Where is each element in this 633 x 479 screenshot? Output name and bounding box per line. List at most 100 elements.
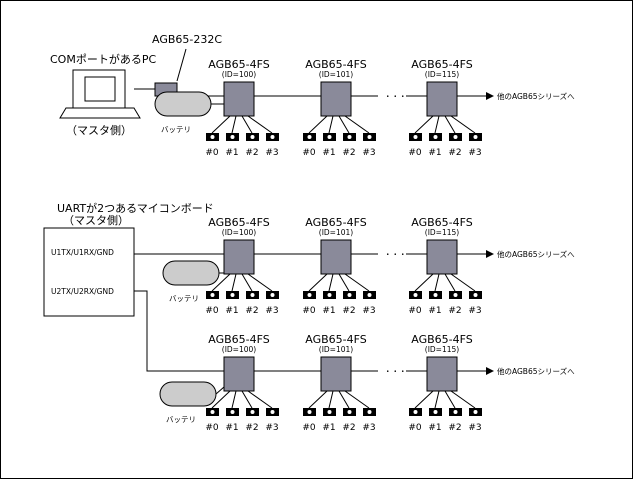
module-2-3: AGB65-4FS(ID=115) #0 #1 #2 #3	[408, 216, 482, 316]
channel-label: #1	[225, 148, 238, 158]
channel-label: #2	[448, 148, 461, 158]
servo-wire	[247, 390, 273, 409]
channel-label: #1	[322, 306, 335, 316]
module-1-2: AGB65-4FS(ID=101)#0#1#2#3	[302, 58, 376, 158]
channel-label: #2	[342, 306, 355, 316]
mcu-board	[43, 227, 135, 317]
servo-wire	[231, 115, 237, 134]
channel-label: #3	[265, 148, 278, 158]
channel-label: #0	[205, 423, 219, 433]
servo-pin	[327, 293, 332, 297]
module-box	[320, 81, 352, 117]
servo-wire	[231, 273, 237, 292]
servo-wire	[414, 115, 434, 134]
servo-wire	[450, 390, 476, 409]
servo-wire	[434, 115, 440, 134]
servo-pin	[453, 293, 458, 297]
battery-label: バッテリ	[161, 125, 191, 134]
battery-label: バッテリ	[169, 294, 199, 303]
servo-pin	[230, 410, 235, 414]
servo-wire	[211, 273, 231, 292]
channel-label: #2	[448, 423, 461, 433]
channel-label: #3	[362, 148, 375, 158]
module-id: (ID=101)	[319, 228, 354, 237]
pc-group: COMポートがあるPC （マスタ側） AGB65-232C	[50, 33, 222, 137]
servo-pin	[270, 293, 275, 297]
module-box	[426, 81, 458, 117]
servo-wire	[344, 115, 370, 134]
module-id: (ID=100)	[222, 345, 257, 354]
channel-label: #2	[448, 306, 461, 316]
servo-wire	[308, 115, 328, 134]
module-name: AGB65-4FS	[411, 216, 473, 229]
module-id: (ID=100)	[222, 228, 257, 237]
servo-wire	[241, 115, 253, 134]
module-id: (ID=115)	[425, 345, 460, 354]
module-box	[426, 356, 458, 392]
servo-pin	[367, 135, 372, 139]
module-3-2: AGB65-4FS(ID=101)#0#1#2#3	[302, 333, 376, 433]
servo-wire	[414, 390, 434, 409]
servo-wire	[434, 273, 440, 292]
module-box	[223, 239, 255, 275]
channel-label: #3	[362, 306, 375, 316]
servo-wire	[211, 390, 231, 409]
module-name: AGB65-4FS	[411, 333, 473, 346]
module-3-3: AGB65-4FS(ID=115)#0#1#2#3	[408, 333, 482, 433]
channel-label: #0	[205, 306, 219, 316]
servo-pin	[347, 135, 352, 139]
servo-pin	[413, 135, 418, 139]
continuation-label: 他のAGB65シリーズへ	[497, 91, 575, 101]
servo-wire	[308, 273, 328, 292]
channel-label: #1	[428, 306, 441, 316]
channel-label: #3	[468, 306, 481, 316]
module-name: AGB65-4FS	[208, 216, 270, 229]
mcu-caption: （マスタ側）	[63, 214, 129, 227]
module-box	[320, 356, 352, 392]
module-name: AGB65-4FS	[208, 58, 270, 71]
channel-label: #3	[468, 148, 481, 158]
servo-pin	[210, 135, 215, 139]
channel-label: #0	[302, 148, 316, 158]
servo-wire	[328, 390, 334, 409]
module-name: AGB65-4FS	[305, 333, 367, 346]
servo-wire	[434, 390, 440, 409]
servo-pin	[433, 410, 438, 414]
servo-pin	[210, 293, 215, 297]
servo-wire	[338, 273, 350, 292]
channel-label: #0	[408, 306, 422, 316]
channel-label: #1	[428, 423, 441, 433]
channel-label: #2	[245, 148, 258, 158]
servo-pin	[230, 293, 235, 297]
channel-label: #2	[245, 423, 258, 433]
channel-label: #3	[362, 423, 375, 433]
pc-label: COMポートがあるPC	[50, 52, 156, 66]
servo-wire	[450, 115, 476, 134]
battery	[162, 260, 220, 286]
module-id: (ID=115)	[425, 228, 460, 237]
module-name: AGB65-4FS	[411, 58, 473, 71]
channel-label: #2	[342, 148, 355, 158]
module-name: AGB65-4FS	[208, 333, 270, 346]
servo-wire	[444, 115, 456, 134]
servo-pin	[413, 410, 418, 414]
servo-wire	[444, 273, 456, 292]
servo-wire	[450, 273, 476, 292]
battery-label: バッテリ	[166, 415, 196, 424]
uart2-route	[134, 290, 226, 372]
module-id: (ID=101)	[319, 345, 354, 354]
battery	[159, 381, 217, 407]
servo-wire	[328, 115, 334, 134]
module-1-1: AGB65-4FS(ID=100)#0#1#2#3	[205, 58, 279, 158]
servo-wire	[344, 390, 370, 409]
servo-pin	[453, 410, 458, 414]
servo-wire	[308, 390, 328, 409]
servo-wire	[414, 273, 434, 292]
servo-pin	[307, 410, 312, 414]
servo-pin	[367, 410, 372, 414]
servo-wire	[211, 115, 231, 134]
servo-pin	[250, 410, 255, 414]
channel-label: #3	[468, 423, 481, 433]
module-id: (ID=115)	[425, 70, 460, 79]
servo-wire	[328, 273, 334, 292]
